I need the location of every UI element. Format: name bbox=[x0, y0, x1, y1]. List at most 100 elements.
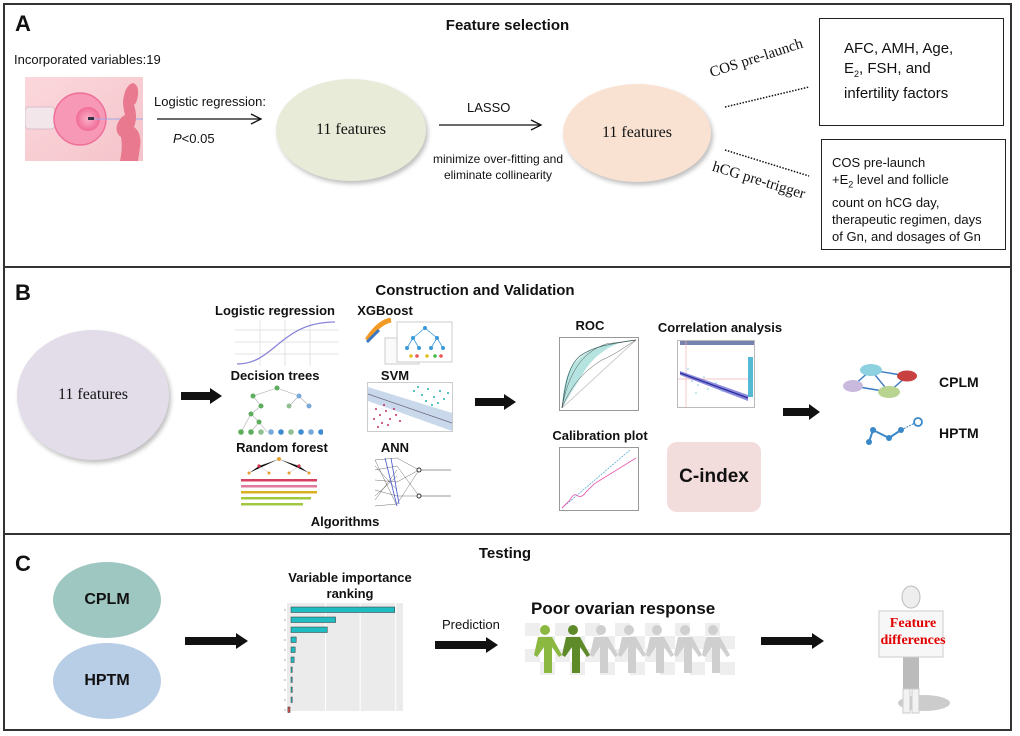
calibration-plot-label: Calibration plot bbox=[552, 428, 648, 443]
variable-importance-chart bbox=[281, 603, 405, 715]
checker-cell bbox=[690, 662, 705, 675]
importance-bar bbox=[290, 696, 293, 703]
box-line: +E2 level and follicle bbox=[832, 172, 949, 190]
checker-cell bbox=[720, 662, 735, 675]
importance-bar bbox=[290, 626, 328, 633]
thick-arrow-icon bbox=[783, 404, 820, 420]
correlation-thumbnail bbox=[677, 340, 755, 408]
person-highlighted bbox=[534, 625, 562, 673]
patients-row bbox=[525, 623, 735, 675]
correlation-analysis-label: Correlation analysis bbox=[657, 320, 783, 335]
thick-arrow-icon bbox=[435, 637, 498, 653]
random-forest-thumbnail bbox=[239, 456, 319, 506]
importance-bar bbox=[290, 656, 295, 663]
sign-line: differences bbox=[880, 633, 946, 648]
ellipse-label: HPTM bbox=[84, 672, 130, 689]
algo-label-xgboost: XGBoost bbox=[357, 303, 413, 318]
person bbox=[618, 625, 646, 673]
arrow-right-icon bbox=[439, 119, 543, 131]
incorporated-variables-label: Incorporated variables:19 bbox=[14, 52, 161, 67]
person bbox=[702, 625, 730, 673]
model-ellipse-hptm: HPTM bbox=[53, 643, 161, 719]
person-highlighted bbox=[562, 625, 590, 673]
lasso-note-line: minimize over-fitting and bbox=[432, 152, 564, 166]
importance-bar bbox=[290, 616, 336, 623]
roc-curve-thumbnail bbox=[559, 337, 639, 411]
feature-differences-sign: Feature differences bbox=[873, 615, 953, 649]
title-line: ranking bbox=[326, 586, 374, 601]
box-line: count on hCG day, bbox=[832, 194, 940, 210]
importance-bar bbox=[290, 646, 296, 653]
ann-thumbnail bbox=[371, 456, 453, 508]
thick-arrow-icon bbox=[761, 633, 824, 649]
calibration-thumbnail bbox=[559, 447, 639, 511]
importance-bar bbox=[290, 666, 293, 673]
c-index-label: C-index bbox=[679, 466, 749, 487]
network-graph-icon bbox=[843, 364, 917, 398]
dotted-connector bbox=[724, 149, 810, 177]
variable-importance-title: Variable importance ranking bbox=[275, 570, 425, 602]
algo-label-random-forest: Random forest bbox=[236, 440, 328, 455]
box-line: therapeutic regimen, days bbox=[832, 211, 982, 227]
features-ellipse-after-logistic: 11 features bbox=[276, 79, 426, 181]
logistic-curve-thumbnail bbox=[235, 320, 339, 366]
features-ellipse-after-lasso: 11 features bbox=[563, 84, 711, 182]
output-model-cplm: CPLM bbox=[939, 374, 979, 390]
algo-label-decision-trees: Decision trees bbox=[230, 368, 320, 383]
logistic-regression-label: Logistic regression: bbox=[154, 94, 266, 109]
svm-thumbnail bbox=[367, 382, 453, 432]
p-value-condition: P<0.05 bbox=[173, 131, 215, 146]
poor-ovarian-response-title: Poor ovarian response bbox=[531, 599, 716, 618]
branch-label-cos: COS pre-launch bbox=[707, 35, 806, 82]
thick-arrow-icon bbox=[185, 633, 248, 649]
hcg-features-box: COS pre-launch +E2 level and follicle co… bbox=[821, 139, 1006, 250]
importance-bar bbox=[290, 676, 293, 683]
box-line: E2, FSH, and bbox=[844, 60, 931, 79]
title-line: Variable importance bbox=[288, 570, 412, 585]
prediction-label: Prediction bbox=[442, 617, 500, 632]
algo-label-svm: SVM bbox=[380, 368, 410, 383]
lasso-note: minimize over-fitting and eliminate coll… bbox=[413, 151, 583, 183]
person bbox=[590, 625, 618, 673]
panel-letter: A bbox=[15, 11, 31, 36]
panel-letter: C bbox=[15, 551, 31, 576]
algo-label-logistic: Logistic regression bbox=[215, 303, 335, 318]
importance-bar-chart bbox=[284, 603, 403, 713]
dotted-connector bbox=[724, 86, 810, 108]
person-holding-sign: Feature differences bbox=[869, 585, 959, 717]
sign-line: Feature bbox=[889, 616, 937, 631]
ellipse-label: 11 features bbox=[601, 124, 673, 141]
thick-arrow-icon bbox=[475, 394, 516, 410]
xgboost-thumbnail bbox=[364, 317, 453, 366]
thick-arrow-icon bbox=[181, 388, 222, 404]
checker-cell bbox=[585, 623, 600, 636]
panel-title: Testing bbox=[478, 545, 532, 562]
box-line: infertility factors bbox=[844, 85, 949, 102]
c-index-box: C-index bbox=[667, 442, 761, 512]
box-line: COS pre-launch bbox=[832, 155, 926, 170]
ellipse-label: 11 features bbox=[315, 121, 387, 138]
importance-bar bbox=[287, 706, 291, 713]
panel-construction-validation: B Construction and Validation 11 feature… bbox=[3, 268, 1012, 535]
roc-label: ROC bbox=[575, 318, 605, 333]
checker-cell bbox=[525, 623, 540, 636]
cos-features-box: AFC, AMH, Age, E2, FSH, and infertility … bbox=[819, 18, 1004, 126]
checker-cell bbox=[555, 623, 570, 636]
box-line: AFC, AMH, Age, bbox=[844, 40, 954, 57]
lasso-note-line: eliminate collinearity bbox=[443, 168, 553, 182]
decision-tree-thumbnail bbox=[237, 384, 324, 436]
person bbox=[674, 625, 702, 673]
panel-title: Feature selection bbox=[445, 17, 570, 34]
model-ellipse-cplm: CPLM bbox=[53, 562, 161, 638]
algorithms-caption: Algorithms bbox=[310, 514, 380, 529]
panel-feature-selection: A Feature selection Incorporated variabl… bbox=[3, 3, 1012, 268]
panel-title: Construction and Validation bbox=[375, 282, 575, 299]
person bbox=[646, 625, 674, 673]
p-symbol: P bbox=[173, 131, 182, 146]
box-line: of Gn, and dosages of Gn bbox=[832, 228, 981, 244]
lasso-label: LASSO bbox=[467, 100, 511, 115]
algo-label-ann: ANN bbox=[380, 440, 410, 455]
input-features-ellipse: 11 features bbox=[17, 330, 169, 460]
ellipse-label: 11 features bbox=[57, 386, 129, 403]
arrow-right-icon bbox=[157, 113, 263, 125]
